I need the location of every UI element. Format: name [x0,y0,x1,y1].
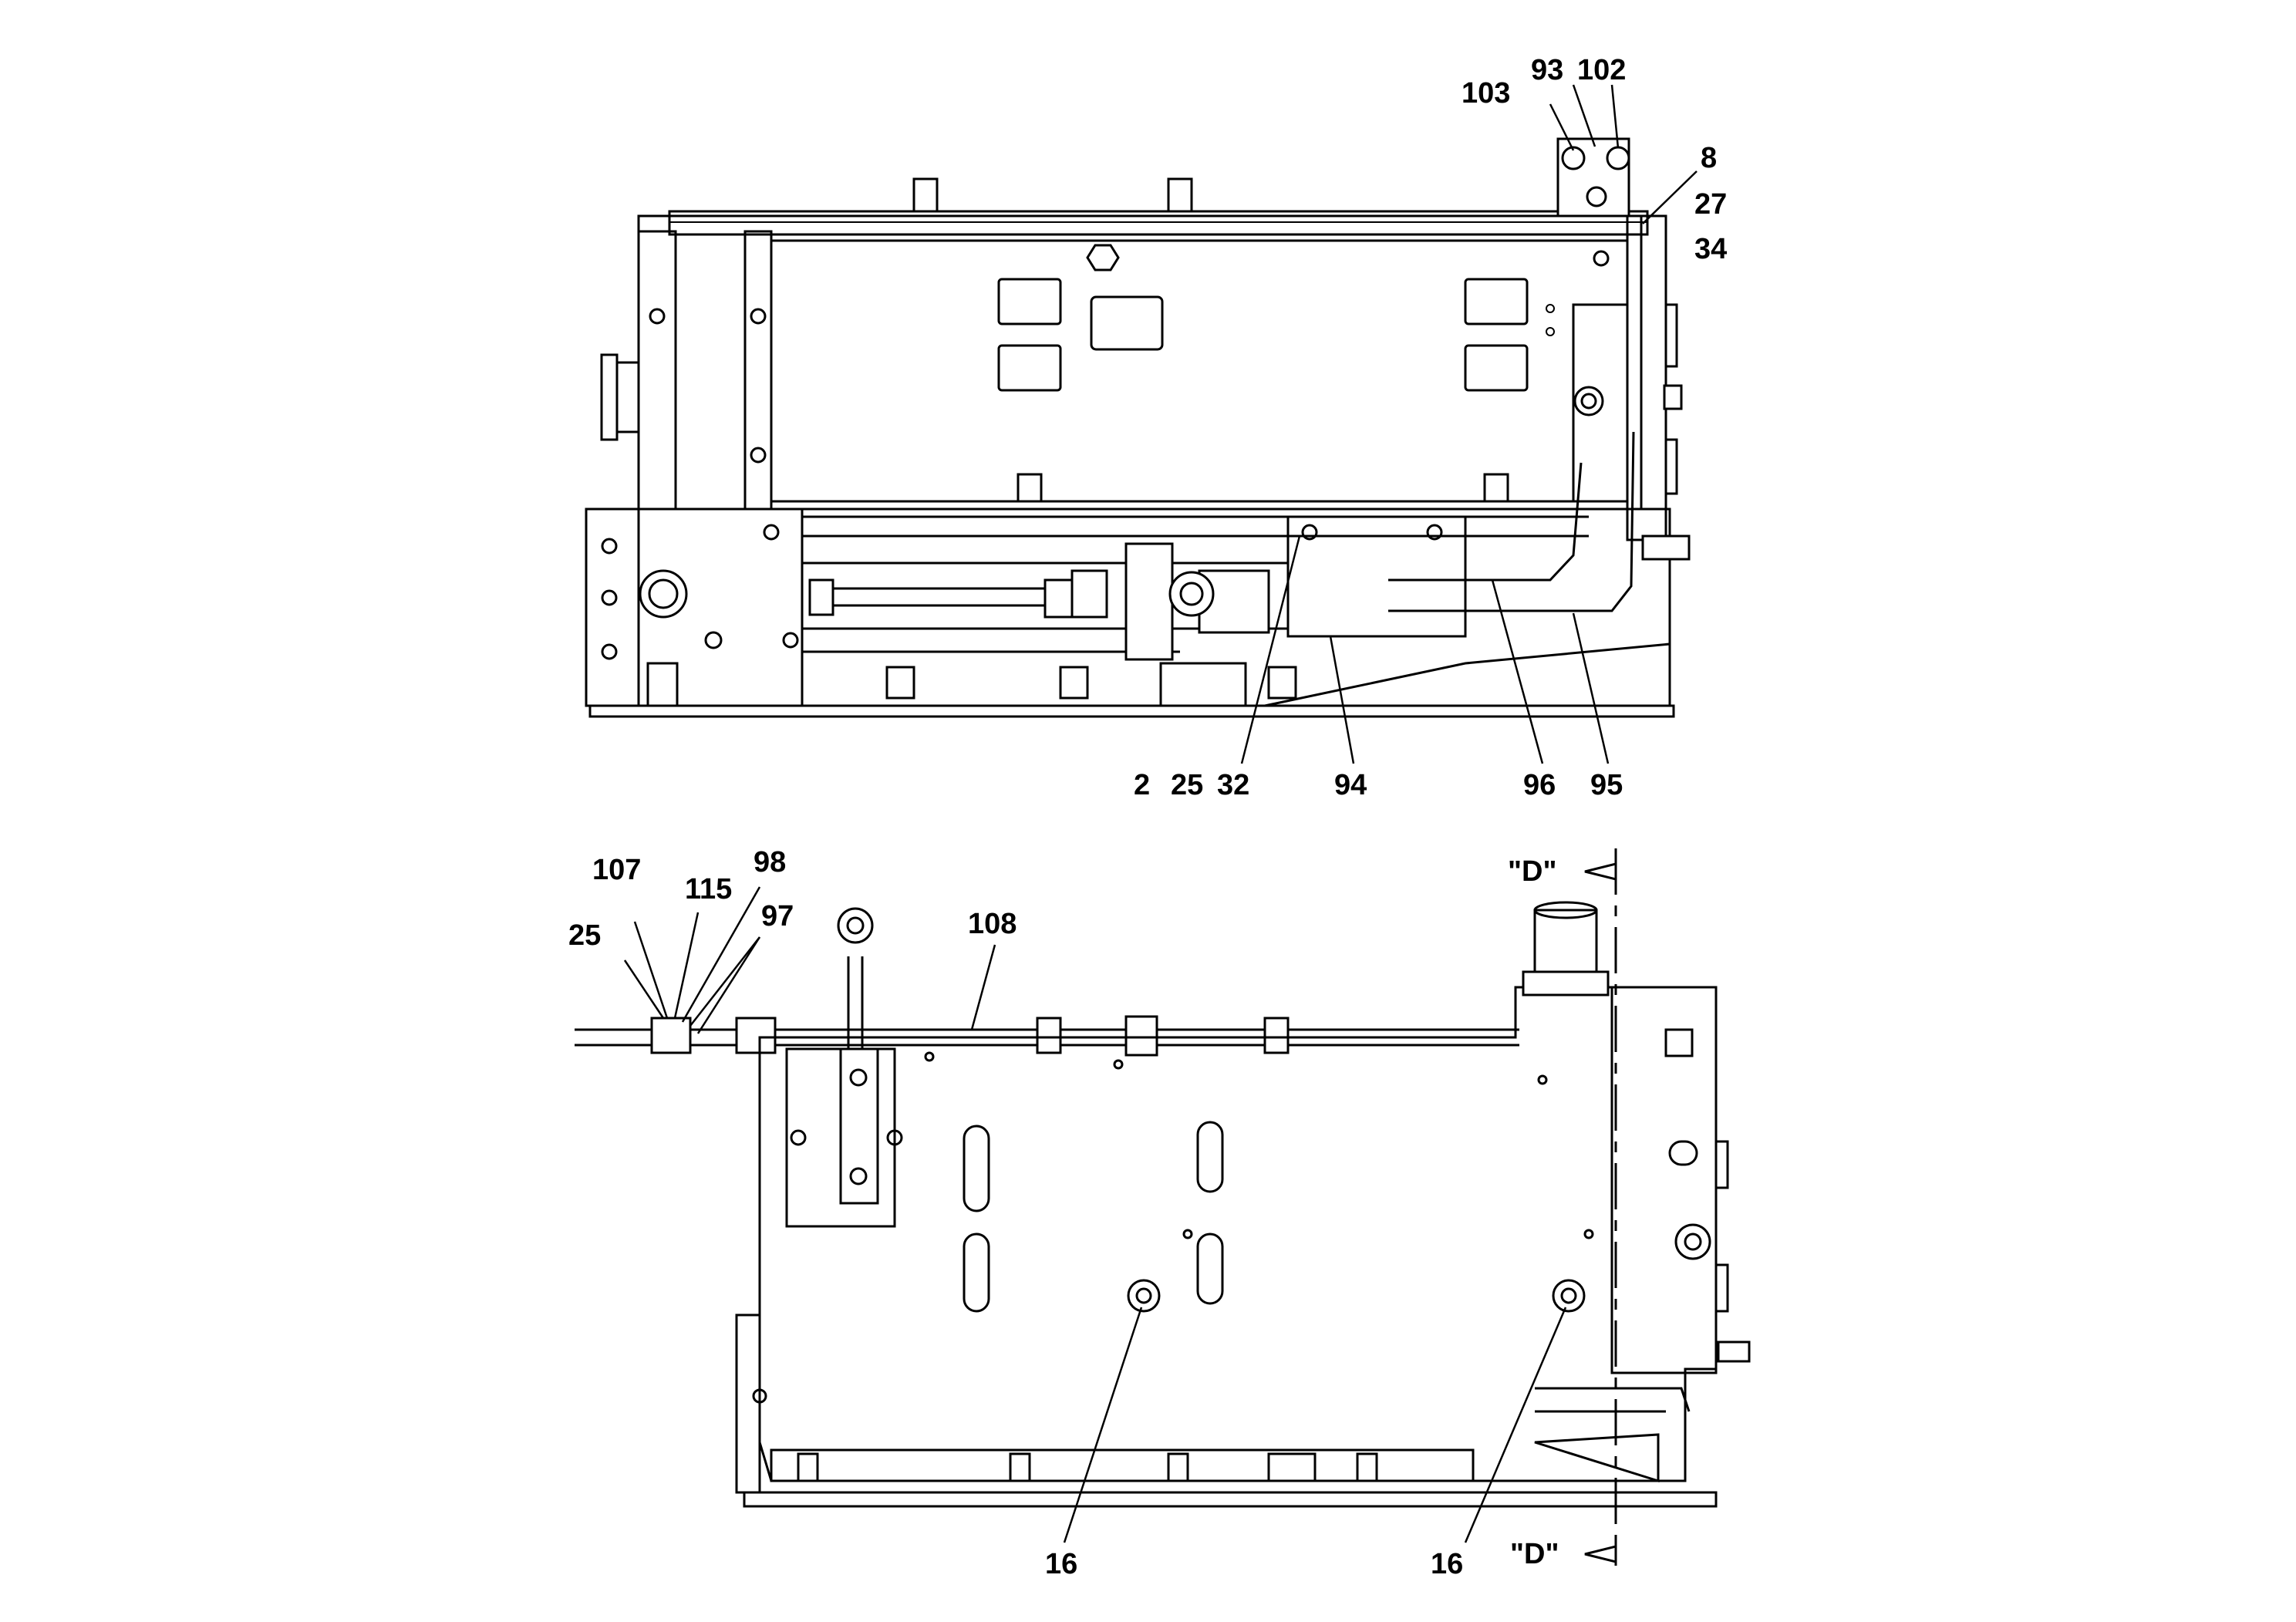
callout-115: 115 [685,873,732,905]
callout-25-lower: 25 [568,919,601,952]
callout-108: 108 [968,908,1017,940]
section-marker-top: "D" [1508,855,1556,888]
section-marker-bottom: "D" [1510,1538,1559,1570]
callout-16-right: 16 [1431,1548,1463,1580]
callout-102: 102 [1577,54,1626,86]
callout-labels: 103 93 102 8 27 34 2 25 32 94 96 95 107 … [568,54,1727,1580]
callout-93: 93 [1531,54,1563,86]
upper-assembly-view [585,137,1691,718]
callout-16-left: 16 [1045,1548,1077,1580]
callout-94: 94 [1334,769,1367,801]
callout-8: 8 [1701,142,1717,174]
callout-27: 27 [1694,188,1727,221]
lower-assembly-view [575,848,1751,1566]
callout-98: 98 [754,846,786,878]
callout-97: 97 [761,900,794,932]
callout-34: 34 [1694,233,1727,265]
callout-2: 2 [1134,769,1150,801]
callout-32: 32 [1217,769,1249,801]
callout-96: 96 [1523,769,1556,801]
callout-95: 95 [1590,769,1623,801]
callout-103: 103 [1462,77,1510,110]
leader-lines [623,84,1698,1543]
callout-25-upper: 25 [1171,769,1203,801]
callout-107: 107 [592,854,641,886]
